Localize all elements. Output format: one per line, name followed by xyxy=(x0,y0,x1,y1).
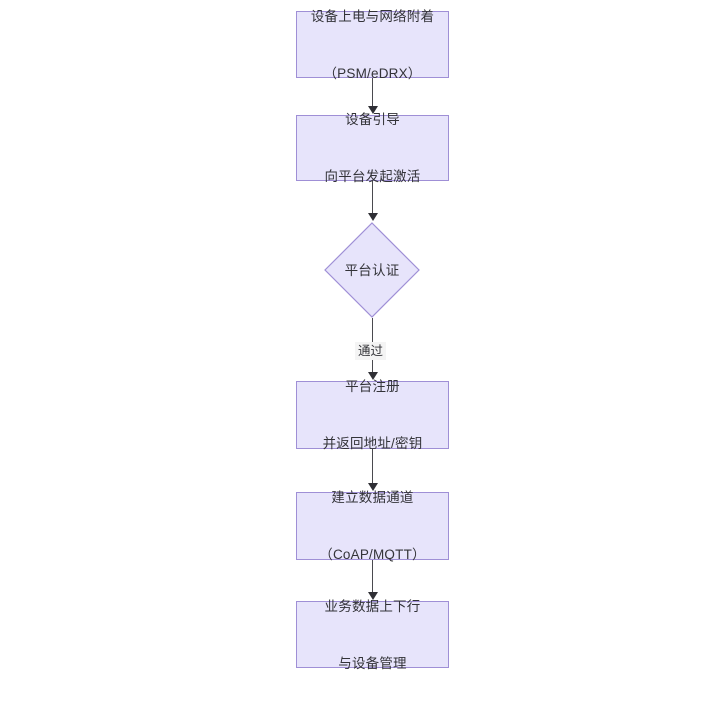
node-business-data-line1: 业务数据上下行 xyxy=(324,598,421,614)
connector-line-bootstrap-to-platform-auth xyxy=(372,181,373,214)
node-business-data-label: 业务数据上下行 与设备管理 xyxy=(325,559,421,711)
node-bootstrap-line2: 向平台发起激活 xyxy=(324,169,421,184)
connector-arrow-power-on-to-bootstrap xyxy=(368,106,378,114)
node-data-channel[interactable]: 建立数据通道 （CoAP/MQTT） xyxy=(296,490,449,562)
node-power-on-line1: 设备上电与网络附着 xyxy=(310,8,435,24)
node-business-data-line2: 与设备管理 xyxy=(338,655,407,671)
connector-line-data-channel-to-business-data xyxy=(372,560,373,593)
node-bootstrap-label: 设备引导 向平台发起激活 xyxy=(325,72,421,224)
node-power-on[interactable]: 设备上电与网络附着 （PSM/eDRX） xyxy=(296,9,449,81)
node-data-channel-label: 建立数据通道 （CoAP/MQTT） xyxy=(319,450,425,602)
connector-arrow-bootstrap-to-platform-auth xyxy=(368,213,378,221)
node-platform-auth-label: 平台认证 xyxy=(324,222,420,318)
node-business-data[interactable]: 业务数据上下行 与设备管理 xyxy=(296,599,449,671)
node-platform-register-label: 平台注册 并返回地址/密钥 xyxy=(323,339,423,491)
node-platform-register[interactable]: 平台注册 并返回地址/密钥 xyxy=(296,379,449,451)
connector-arrow-platform-register-to-data-channel xyxy=(368,483,378,491)
node-platform-auth-line1: 平台认证 xyxy=(344,262,400,278)
connector-line-platform-register-to-data-channel xyxy=(372,449,373,484)
node-data-channel-line1: 建立数据通道 xyxy=(331,490,414,505)
connector-line-power-on-to-bootstrap xyxy=(372,78,373,107)
connector-arrow-data-channel-to-business-data xyxy=(368,592,378,600)
connector-label-pass: 通过 xyxy=(355,342,387,360)
node-platform-register-line2: 并返回地址/密钥 xyxy=(322,436,423,451)
node-power-on-line2: （PSM/eDRX） xyxy=(323,65,422,81)
node-bootstrap-line1: 设备引导 xyxy=(345,112,400,127)
connector-arrow-platform-auth-to-platform-register xyxy=(368,372,378,380)
node-bootstrap[interactable]: 设备引导 向平台发起激活 xyxy=(296,112,449,184)
node-data-channel-line2: （CoAP/MQTT） xyxy=(319,547,426,562)
diamond-shape-icon xyxy=(324,222,420,318)
node-platform-auth[interactable]: 平台认证 xyxy=(324,222,420,318)
node-platform-register-line1: 平台注册 xyxy=(345,379,400,394)
node-power-on-label: 设备上电与网络附着 （PSM/eDRX） xyxy=(311,0,434,121)
